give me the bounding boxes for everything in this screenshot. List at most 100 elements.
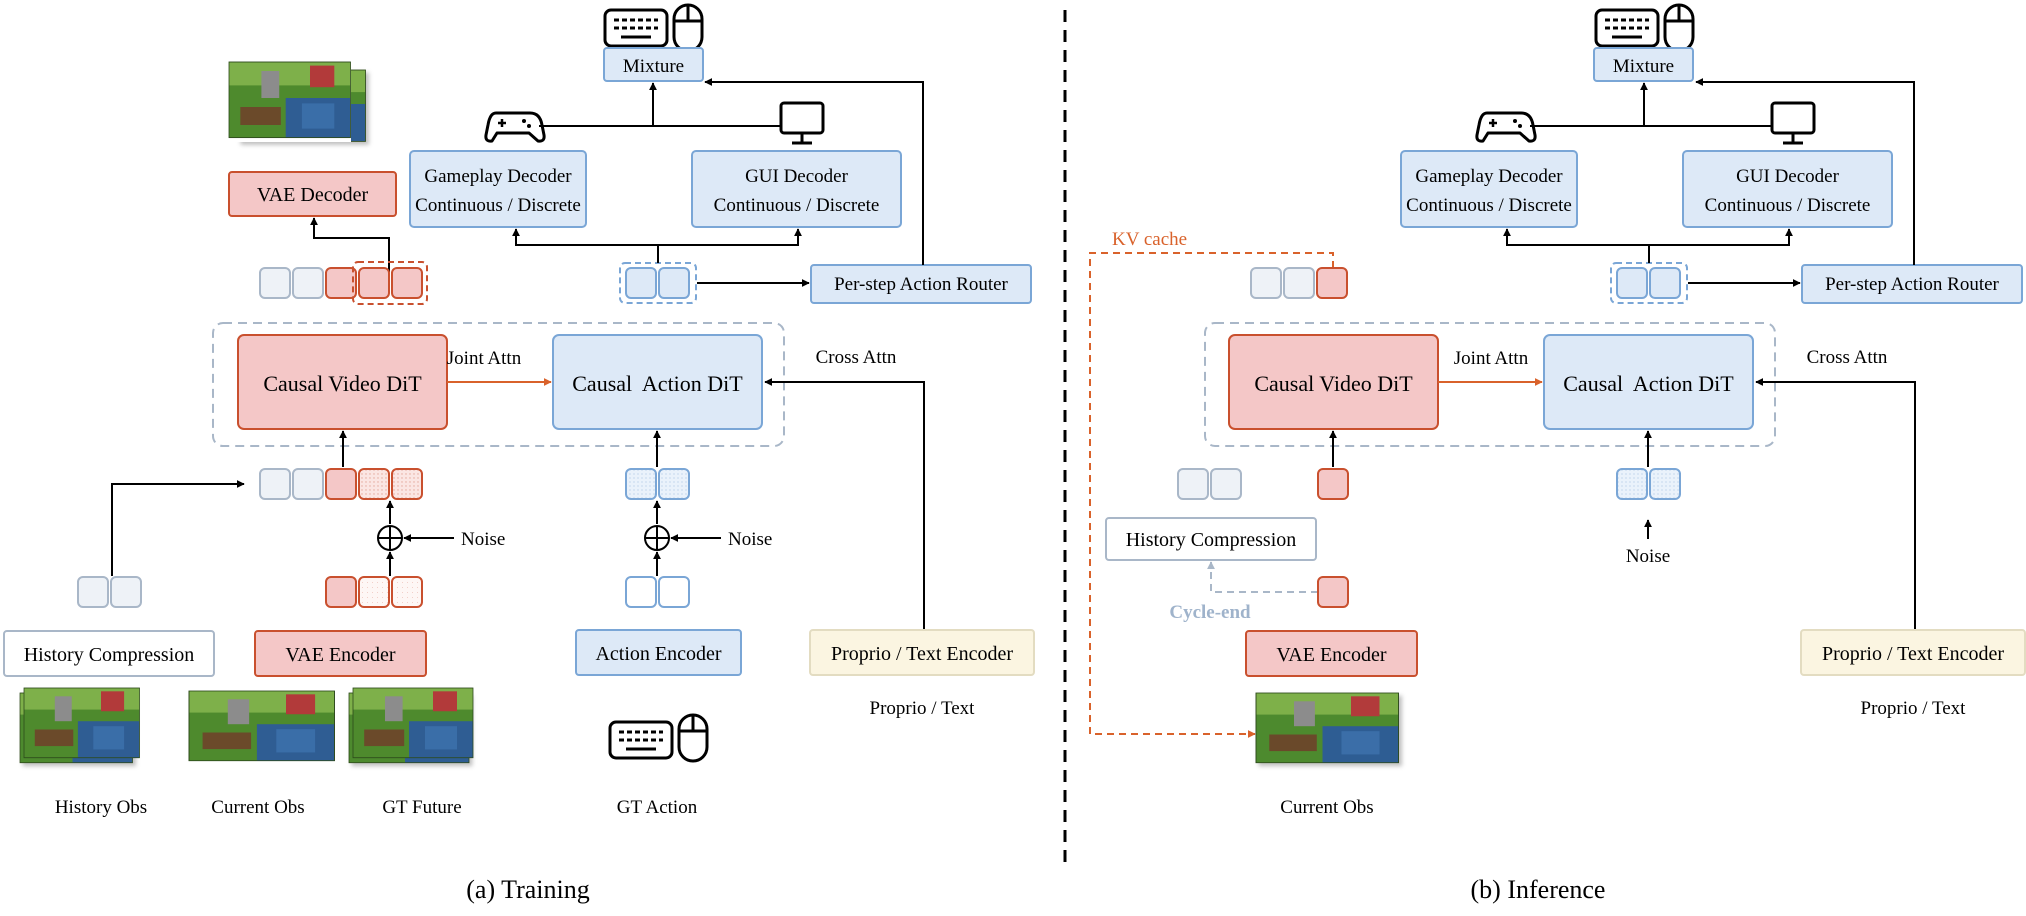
vae-encoder-box — [254, 630, 427, 677]
cross-attn-label: Cross Attn — [1807, 347, 1888, 368]
causal-action-dit-label: Causal Action DiT — [1563, 371, 1734, 396]
token — [1616, 267, 1648, 299]
game-screenshot — [1255, 692, 1399, 764]
proprio-text-label: Proprio / Text — [1861, 698, 1967, 719]
token — [1649, 267, 1681, 299]
token — [391, 576, 423, 608]
plus-circle-icon — [377, 525, 403, 551]
token — [358, 267, 390, 299]
proprio-encoder-box — [1800, 629, 2026, 676]
joint-attn-label: Joint Attn — [447, 348, 522, 369]
causal-action-dit-box — [552, 334, 763, 430]
token — [1250, 267, 1282, 299]
gui-decoder-line2: Continuous / Discrete — [714, 195, 880, 216]
gamepad-icon — [484, 111, 546, 143]
action-router-box — [810, 264, 1032, 304]
gameplay-decoder-line1: Gameplay Decoder — [424, 166, 572, 187]
action-encoder-box — [575, 629, 742, 676]
vae-encoder-label: VAE Encoder — [1276, 644, 1386, 666]
game-screenshot — [352, 687, 474, 759]
token — [110, 576, 142, 608]
token — [325, 468, 357, 500]
game-screenshot — [23, 687, 140, 759]
mouse-icon — [677, 713, 709, 763]
history-compression-box — [1105, 517, 1317, 561]
action-router-box — [1801, 264, 2023, 304]
mixture-box — [1593, 47, 1694, 82]
token — [358, 576, 390, 608]
joint-attn-label: Joint Attn — [1454, 348, 1529, 369]
token — [625, 576, 657, 608]
mixture-label: Mixture — [1613, 56, 1674, 77]
gui-decoder-box — [1682, 150, 1893, 228]
inference-caption: (b) Inference — [1471, 875, 1606, 904]
proprio-text-label: Proprio / Text — [870, 698, 976, 719]
token — [259, 468, 291, 500]
noise-label-video: Noise — [461, 529, 505, 550]
token — [658, 576, 690, 608]
proprio-encoder-label: Proprio / Text Encoder — [831, 643, 1013, 665]
causal-action-dit-label: Causal Action DiT — [572, 371, 743, 396]
causal-video-dit-label: Causal Video DiT — [263, 371, 422, 396]
token — [391, 267, 423, 299]
gameplay-decoder-line2: Continuous / Discrete — [415, 195, 581, 216]
token — [1177, 468, 1209, 500]
training-caption: (a) Training — [466, 875, 590, 904]
token — [358, 468, 390, 500]
gui-decoder-box — [691, 150, 902, 228]
token — [625, 468, 657, 500]
token — [1649, 468, 1681, 500]
keyboard-icon — [1594, 8, 1660, 48]
gameplay-decoder-box — [409, 150, 587, 228]
mouse-icon — [1663, 3, 1695, 53]
causal-action-dit-box — [1543, 334, 1754, 430]
causal-video-dit-label: Causal Video DiT — [1254, 371, 1413, 396]
token — [1616, 468, 1648, 500]
token — [1316, 267, 1348, 299]
action-encoder-label: Action Encoder — [595, 643, 721, 665]
training-panel: Mixture Gameplay Decoder Continuous / Di… — [3, 3, 1035, 904]
token — [1210, 468, 1242, 500]
token — [325, 576, 357, 608]
plus-circle-icon — [644, 525, 670, 551]
cross-attn-label: Cross Attn — [816, 347, 897, 368]
history-compression-label: History Compression — [1126, 529, 1297, 551]
token — [658, 468, 690, 500]
gui-decoder-line1: GUI Decoder — [745, 166, 849, 187]
action-router-label: Per-step Action Router — [1825, 274, 1999, 295]
game-screenshot — [188, 690, 335, 762]
mixture-box — [603, 47, 704, 82]
gameplay-decoder-line2: Continuous / Discrete — [1406, 195, 1572, 216]
action-router-label: Per-step Action Router — [834, 274, 1008, 295]
token — [292, 267, 324, 299]
vae-decoder-box — [228, 171, 397, 217]
token — [77, 576, 109, 608]
gt-future-label: GT Future — [382, 797, 461, 818]
token — [1283, 267, 1315, 299]
kv-cache-label: KV cache — [1112, 229, 1187, 250]
vae-encoder-box — [1245, 630, 1418, 677]
noise-label: Noise — [1626, 546, 1670, 567]
keyboard-icon — [608, 720, 674, 760]
token — [1317, 468, 1349, 500]
vae-encoder-label: VAE Encoder — [285, 644, 395, 666]
inference-panel: Mixture Gameplay Decoder Continuous / Di… — [1089, 3, 2026, 904]
monitor-icon — [1770, 101, 1816, 145]
monitor-icon — [779, 101, 825, 145]
mouse-icon — [672, 3, 704, 53]
noise-label-action: Noise — [728, 529, 772, 550]
keyboard-icon — [603, 8, 669, 48]
token — [1317, 576, 1349, 608]
current-obs-label: Current Obs — [1280, 797, 1373, 818]
proprio-encoder-label: Proprio / Text Encoder — [1822, 643, 2004, 665]
gui-decoder-line2: Continuous / Discrete — [1705, 195, 1871, 216]
gamepad-icon — [1475, 111, 1537, 143]
mixture-label: Mixture — [623, 56, 684, 77]
history-compression-box — [3, 630, 215, 677]
token — [259, 267, 291, 299]
token — [325, 267, 357, 299]
game-screenshot — [228, 61, 351, 142]
history-compression-label: History Compression — [24, 644, 195, 666]
